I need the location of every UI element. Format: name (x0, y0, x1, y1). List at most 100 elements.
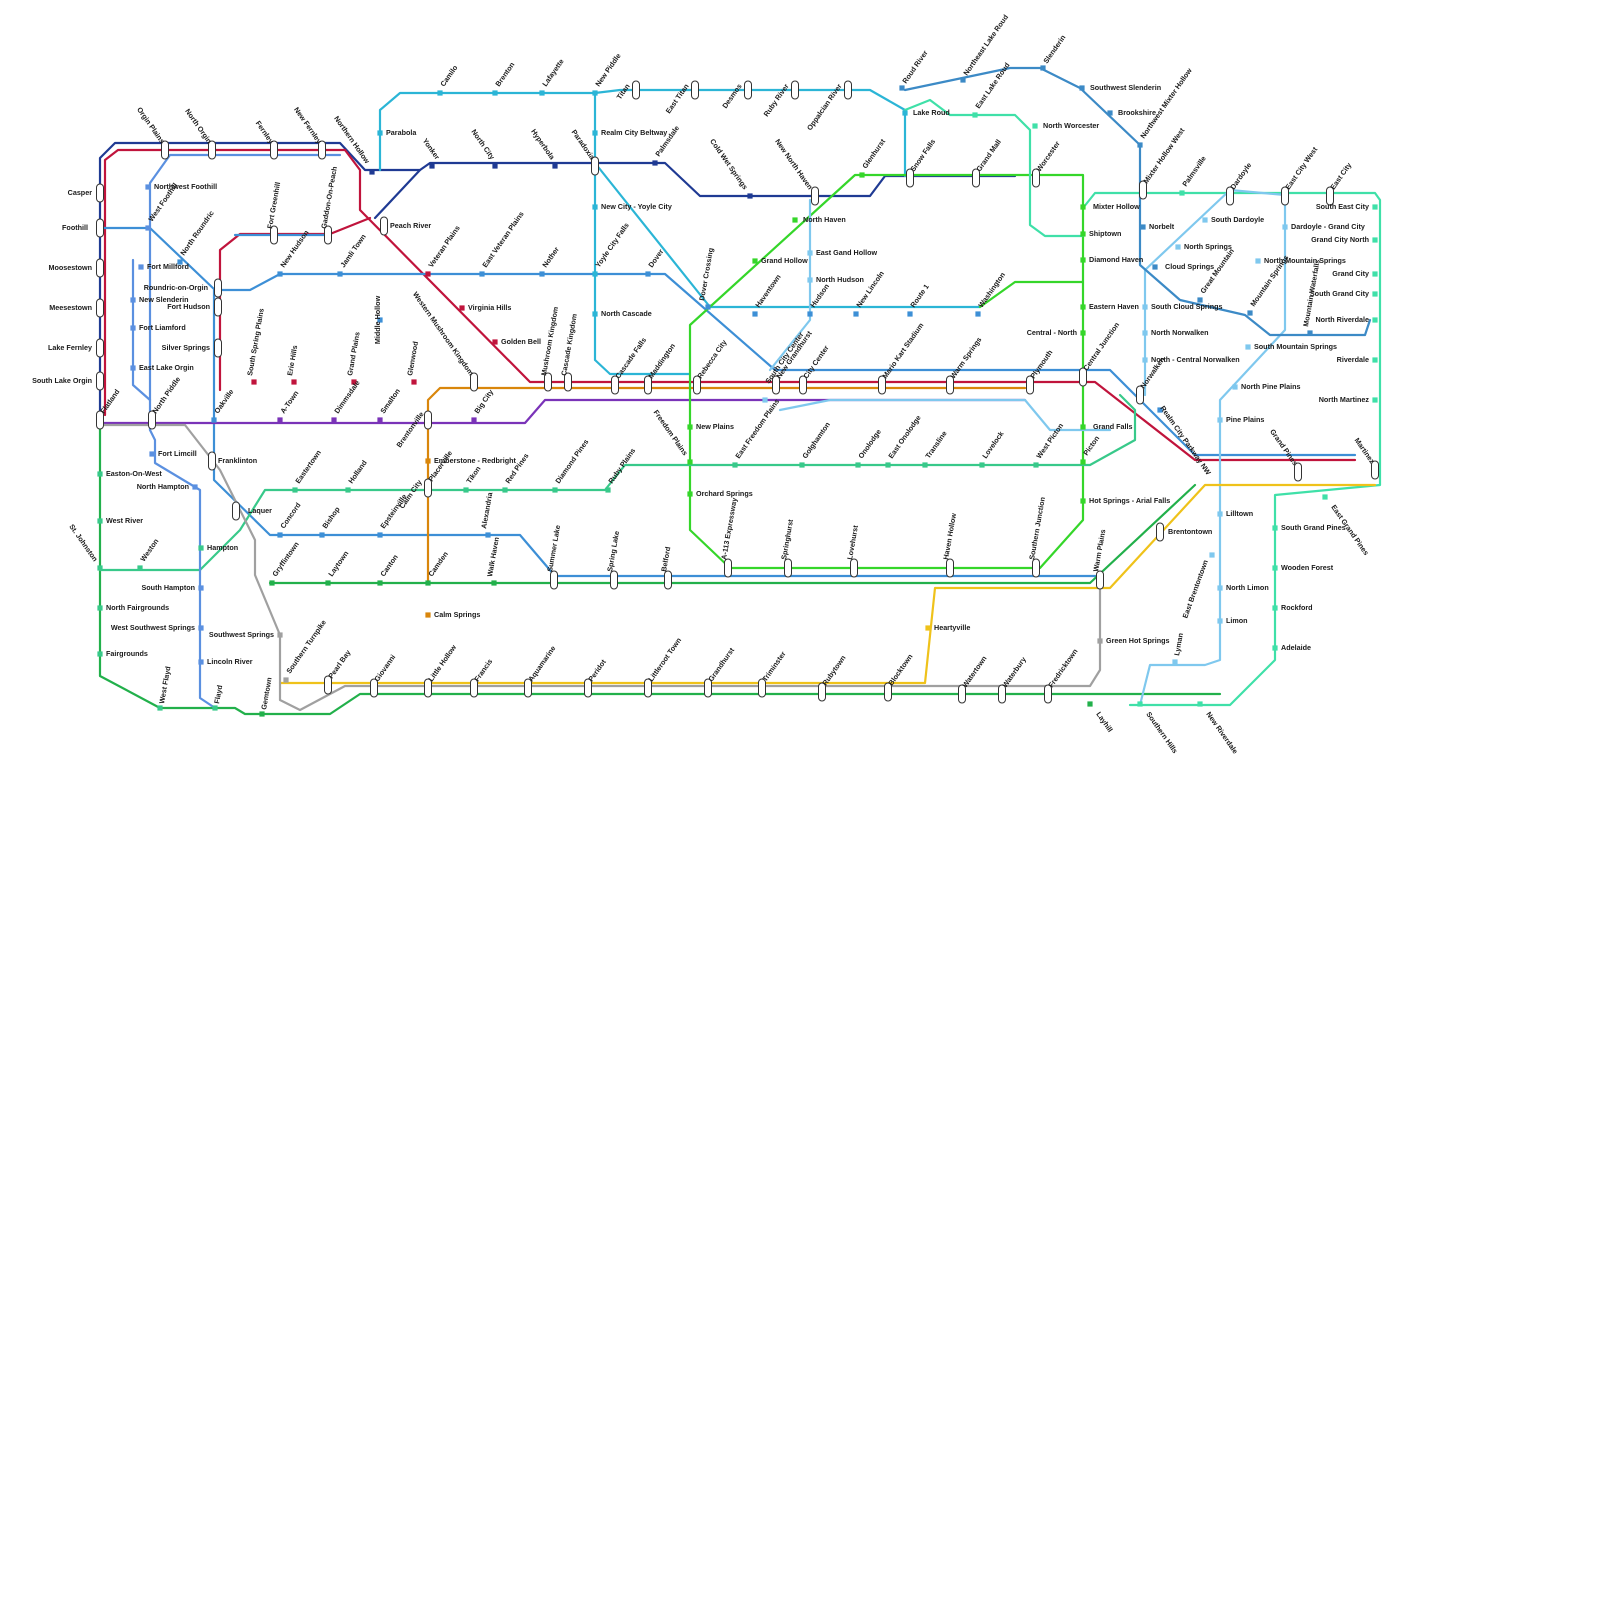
station[interactable]: Cascade Kingdom (559, 313, 579, 392)
station[interactable]: Dimmsdale (331, 379, 362, 423)
station[interactable]: Fairgrounds (97, 649, 148, 658)
station[interactable]: Martinez (1353, 436, 1379, 480)
station[interactable]: Lake Fernley (48, 338, 104, 358)
station[interactable]: Washington (975, 271, 1007, 317)
station[interactable]: Slenderin (1040, 33, 1067, 71)
station[interactable]: Littleroot Town (644, 636, 684, 698)
station[interactable]: Diamond Pines (552, 437, 590, 493)
station[interactable]: Layhill (1087, 701, 1115, 734)
station[interactable]: Aquamarine (524, 644, 558, 698)
station[interactable]: Fort Hudson (167, 297, 222, 317)
station[interactable]: Silver Springs (162, 338, 222, 358)
station[interactable]: Lovelock (979, 429, 1006, 468)
station[interactable]: Gemtown (259, 677, 274, 717)
station[interactable]: New City - Yoyle City (592, 202, 672, 211)
station[interactable]: East City (1326, 161, 1354, 206)
station[interactable]: Palmsville (1179, 154, 1208, 196)
station[interactable]: Spring Lake (605, 530, 621, 590)
station[interactable]: Hot Springs - Arial Falls (1080, 496, 1170, 505)
station[interactable]: Belford (659, 546, 672, 590)
station[interactable]: Orchard Springs (687, 489, 753, 498)
station[interactable]: East Titan (664, 80, 699, 115)
station[interactable]: Dover (645, 247, 665, 277)
station[interactable]: North Pine Plains (1232, 382, 1301, 391)
station[interactable]: Grand City North (1311, 235, 1378, 244)
station[interactable]: Concord (277, 501, 303, 538)
station[interactable]: Laquer (232, 501, 273, 521)
station[interactable]: Adelaide (1272, 643, 1311, 652)
station[interactable]: Limon (1217, 616, 1248, 625)
station[interactable]: Dardoyle - Grand City (1282, 222, 1365, 231)
station[interactable]: South East City (1316, 202, 1378, 211)
station[interactable]: North Hampton (137, 482, 198, 491)
station[interactable]: South Grand Pines (1272, 523, 1346, 532)
station[interactable]: Glenwood (405, 341, 420, 385)
station[interactable]: Riverdale (1337, 355, 1378, 364)
station[interactable]: Nother (539, 245, 561, 277)
station[interactable]: Epsteinville (377, 492, 409, 538)
station[interactable]: Southern Hills (1137, 701, 1180, 755)
station[interactable]: Summer Lake (545, 524, 562, 590)
station[interactable]: Meesestown (49, 298, 104, 318)
station[interactable]: East Veteran Plains (479, 210, 526, 277)
station[interactable]: Walk Haven (485, 536, 501, 586)
station[interactable]: Roundric-on-Orgin (144, 278, 222, 298)
station[interactable]: Southwest Slenderin (1079, 83, 1161, 92)
station[interactable]: Eastertown (292, 448, 323, 493)
station[interactable]: Rockford (1272, 603, 1313, 612)
station[interactable]: Little Hollow (424, 643, 459, 698)
station[interactable]: South Hampton (142, 583, 204, 592)
station[interactable]: Peridot (584, 657, 609, 698)
station[interactable]: North Mountain Springs (1255, 256, 1346, 265)
station[interactable]: New Slenderin (130, 295, 189, 304)
station[interactable]: Freedom Plains (652, 408, 693, 465)
station[interactable]: Erie Hills (285, 344, 299, 385)
station[interactable]: Hampton (198, 543, 238, 552)
station[interactable]: North Piddle (148, 375, 183, 430)
station[interactable]: Transline (922, 429, 949, 468)
station[interactable]: North Norwalken (1142, 328, 1209, 337)
station[interactable]: Haventown (752, 273, 783, 317)
station[interactable]: Camilo (437, 63, 460, 96)
station[interactable]: West Flayd (157, 666, 173, 711)
station[interactable]: Southwest Springs (209, 630, 283, 639)
station[interactable]: North Martinez (1319, 395, 1378, 404)
station[interactable]: Pearl Bay (324, 648, 353, 695)
station[interactable]: Fort Liamford (130, 323, 186, 332)
station[interactable]: Foothill (62, 218, 104, 238)
station[interactable]: Brentontown (1156, 522, 1213, 542)
station[interactable]: Peach River (380, 216, 432, 236)
station[interactable]: A-113 Expressway (719, 497, 739, 578)
station[interactable]: Alexandria (479, 491, 495, 538)
station[interactable]: Wooden Forest (1272, 563, 1334, 572)
station[interactable]: Onolodge (855, 428, 883, 468)
station[interactable]: West Southwest Springs (111, 623, 204, 632)
station[interactable]: Weston (137, 537, 160, 571)
station[interactable]: Jamli Town (337, 232, 368, 277)
station[interactable]: Pine Plains (1217, 415, 1264, 424)
station[interactable]: Grand City (1332, 269, 1378, 278)
station[interactable]: Golghamton (799, 420, 832, 468)
station[interactable]: Easton-On-West (97, 469, 162, 478)
station[interactable]: Mushroom Kingdom (539, 306, 560, 392)
station[interactable]: Watertown (958, 654, 989, 704)
station[interactable]: Mixter Hollow (1080, 202, 1140, 211)
station[interactable]: East Lake Orgin (130, 363, 194, 372)
station[interactable]: North Worcester (1032, 121, 1099, 130)
station[interactable]: Grand Plains (345, 331, 362, 385)
station[interactable]: Canton (377, 553, 400, 586)
station[interactable]: Grand Mall (972, 138, 1003, 188)
station[interactable]: St. Johnston (67, 522, 103, 571)
station[interactable]: East Onolodge (885, 413, 923, 468)
station[interactable]: New North Haven (773, 137, 819, 206)
station[interactable]: Eastern Haven (1080, 302, 1139, 311)
station[interactable]: Realm City Parkway NW (1157, 404, 1213, 477)
station[interactable]: New Piddle (592, 52, 623, 96)
station[interactable]: Veteran Plains (425, 224, 462, 277)
station[interactable]: Francis (470, 657, 495, 698)
station[interactable]: North Riverdale (1315, 315, 1378, 324)
station[interactable]: Casper (68, 183, 104, 203)
station[interactable]: South Grand City (1310, 289, 1378, 298)
station[interactable]: Lyman (1172, 632, 1185, 665)
station[interactable]: Grandhurst (704, 645, 737, 698)
